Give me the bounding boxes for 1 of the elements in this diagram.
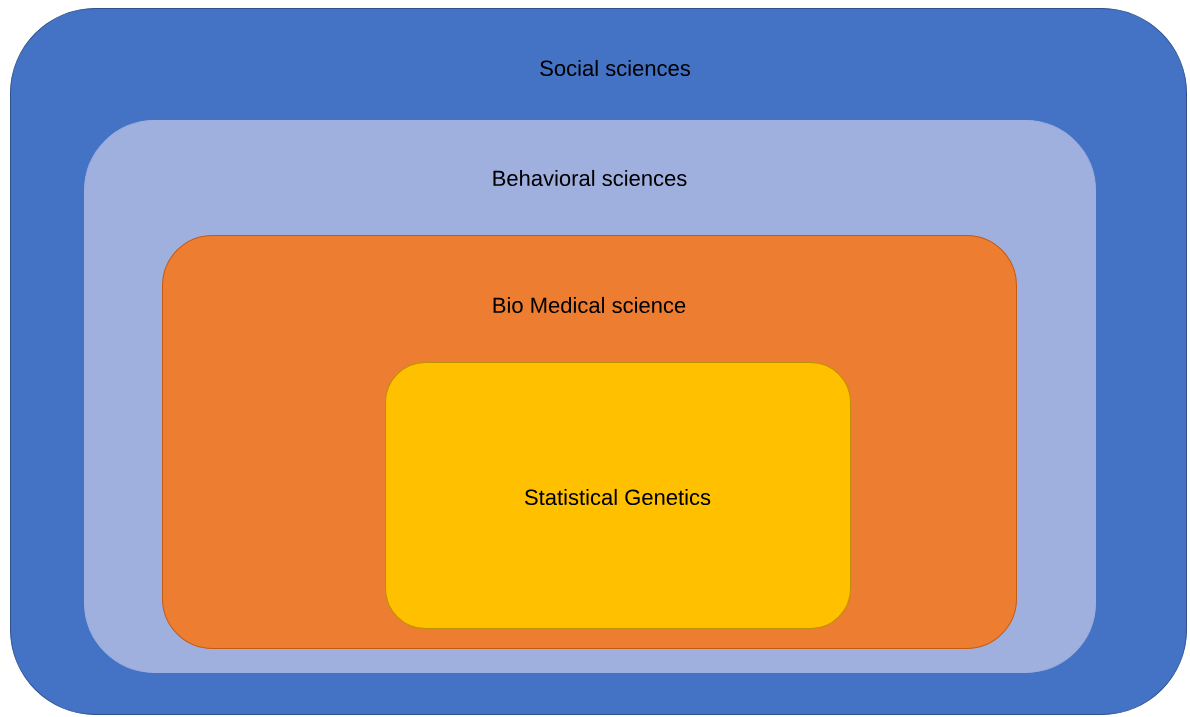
nested-box: Statistical Genetics — [385, 362, 851, 629]
